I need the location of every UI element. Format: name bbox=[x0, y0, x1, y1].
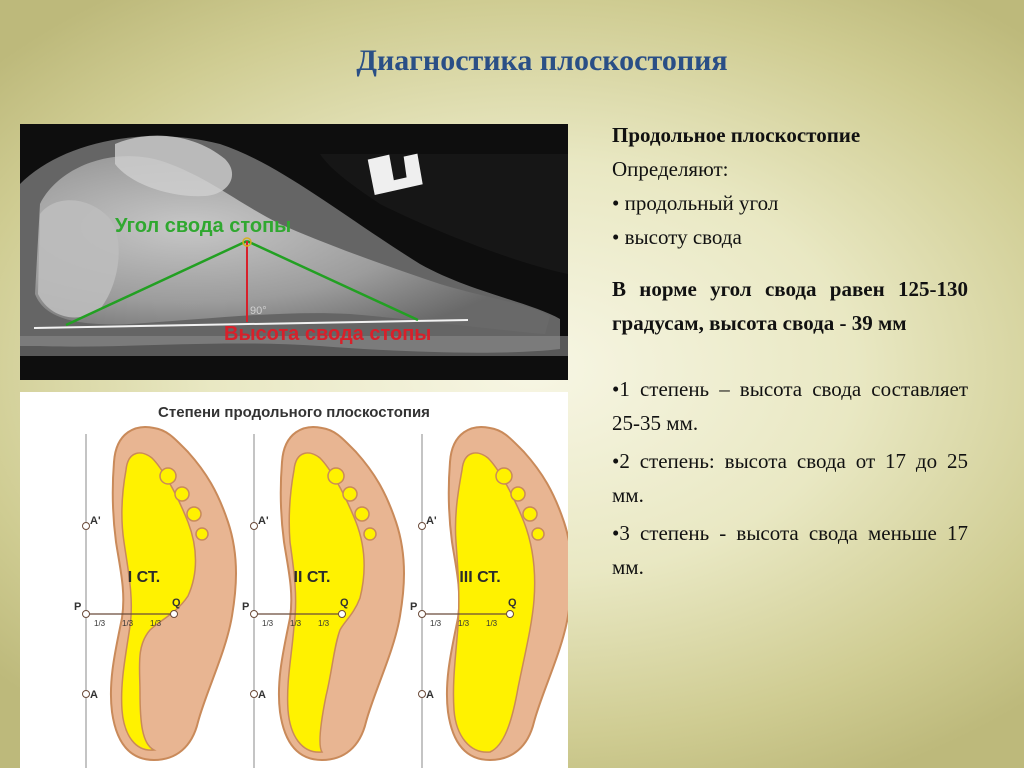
flatfoot-stages-figure: Степени продольного плоскостопия A' P Q … bbox=[20, 392, 568, 768]
third-mark-3: 1/3 bbox=[318, 619, 330, 628]
third-mark-1: 1/3 bbox=[94, 619, 106, 628]
point-q bbox=[338, 610, 346, 618]
toe-4 bbox=[522, 506, 538, 522]
stage-label: I СТ. bbox=[128, 569, 160, 586]
arch-angle-line-front bbox=[246, 239, 419, 322]
section-lead: Определяют: bbox=[612, 157, 729, 181]
label-a: A bbox=[90, 689, 98, 701]
arch-angle-label: Угол свода стопы bbox=[115, 215, 291, 237]
degree-item-3: •3 степень - высота свода меньше 17 мм. bbox=[612, 521, 968, 579]
flatfoot-stages-svg: Степени продольного плоскостопия A' P Q … bbox=[74, 404, 568, 768]
foot-stage-3: A' P Q A 1/3 1/3 1/3 III СТ. bbox=[410, 426, 568, 768]
toe-3 bbox=[510, 486, 526, 502]
toe-2 bbox=[327, 467, 345, 485]
measure-item-angle: • продольный угол bbox=[612, 191, 779, 215]
third-mark-2: 1/3 bbox=[290, 619, 302, 628]
third-mark-3: 1/3 bbox=[150, 619, 162, 628]
label-a: A bbox=[426, 689, 434, 701]
third-mark-2: 1/3 bbox=[458, 619, 470, 628]
arch-height-label: Высота свода стопы bbox=[224, 323, 431, 345]
xray-marker-icon bbox=[367, 153, 423, 196]
label-p: P bbox=[410, 601, 417, 613]
label-q: Q bbox=[508, 597, 517, 609]
apex-marker-icon bbox=[242, 237, 252, 247]
foot-stage-1: A' P Q A 1/3 1/3 1/3 I СТ. bbox=[74, 426, 237, 768]
degree-item-1: •1 степень – высота свода составляет 25-… bbox=[612, 377, 968, 435]
point-a-prime bbox=[250, 522, 258, 530]
toe-2 bbox=[159, 467, 177, 485]
toe-4 bbox=[186, 506, 202, 522]
toe-3 bbox=[342, 486, 358, 502]
floor-plate-shape bbox=[20, 336, 568, 356]
foot-stage-2: A' P Q A 1/3 1/3 1/3 II СТ. bbox=[242, 426, 405, 768]
point-q bbox=[170, 610, 178, 618]
label-p: P bbox=[74, 601, 81, 613]
point-p bbox=[418, 610, 426, 618]
section-heading: Продольное плоскостопие bbox=[612, 123, 861, 147]
point-a-prime bbox=[82, 522, 90, 530]
point-a-prime bbox=[418, 522, 426, 530]
slide-title: Диагностика плоскостопия bbox=[356, 44, 728, 77]
label-a: A bbox=[258, 689, 266, 701]
measure-item-height: • высоту свода bbox=[612, 225, 742, 249]
label-a-prime: A' bbox=[258, 515, 269, 527]
label-q: Q bbox=[172, 597, 181, 609]
third-mark-2: 1/3 bbox=[122, 619, 134, 628]
baseline-line bbox=[33, 319, 469, 329]
calcaneus-bone-shape bbox=[38, 200, 119, 318]
arch-angle-line-rear bbox=[65, 239, 248, 327]
point-p bbox=[250, 610, 258, 618]
point-a bbox=[418, 690, 426, 698]
label-p: P bbox=[242, 601, 249, 613]
text-panel: Продольное плоскостопие Определяют: • пр… bbox=[612, 118, 968, 584]
arch-print-area bbox=[120, 452, 197, 751]
point-p bbox=[82, 610, 90, 618]
label-q: Q bbox=[340, 597, 349, 609]
toe-2 bbox=[495, 467, 513, 485]
label-a-prime: A' bbox=[426, 515, 437, 527]
stage-label: III СТ. bbox=[459, 569, 500, 586]
third-mark-3: 1/3 bbox=[486, 619, 498, 628]
talus-bone-shape bbox=[115, 135, 233, 197]
foot-xray-svg: 90° Угол свода стопы Высота свода стопы bbox=[20, 124, 568, 380]
toe-5 bbox=[531, 527, 545, 541]
degree-item-2: •2 степень: высота свода от 17 до 25 мм. bbox=[612, 449, 968, 507]
right-angle-mark: 90° bbox=[250, 305, 267, 317]
toe-3 bbox=[174, 486, 190, 502]
toe-5 bbox=[195, 527, 209, 541]
stage-label: II СТ. bbox=[294, 569, 331, 586]
norm-statement: В норме угол свода равен 125-130 градуса… bbox=[612, 277, 968, 335]
point-a bbox=[82, 690, 90, 698]
label-a-prime: A' bbox=[90, 515, 101, 527]
toe-5 bbox=[363, 527, 377, 541]
arch-print-area bbox=[286, 452, 365, 753]
point-a bbox=[250, 690, 258, 698]
foot-xray-image: 90° Угол свода стопы Высота свода стопы bbox=[20, 124, 568, 380]
third-mark-1: 1/3 bbox=[262, 619, 274, 628]
toe-4 bbox=[354, 506, 370, 522]
foot-bones-shape bbox=[35, 156, 550, 334]
stages-figure-title: Степени продольного плоскостопия bbox=[158, 404, 430, 421]
third-mark-1: 1/3 bbox=[430, 619, 442, 628]
point-q bbox=[506, 610, 514, 618]
